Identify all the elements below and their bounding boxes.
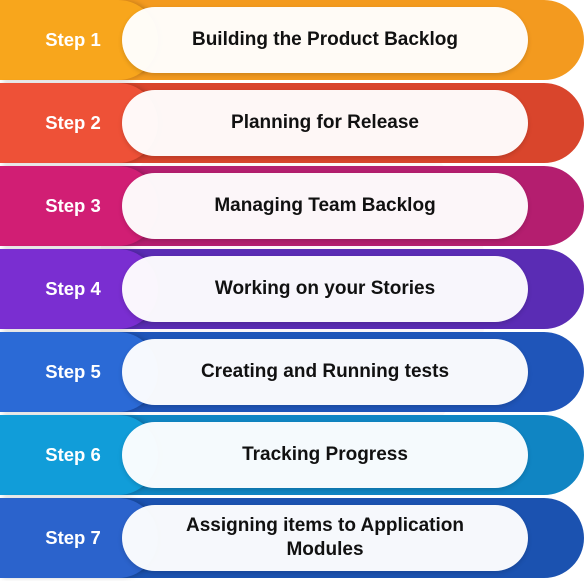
step-row: Step 3 Managing Team Backlog bbox=[0, 166, 584, 246]
step-title: Creating and Running tests bbox=[200, 361, 450, 382]
step-title-box: Building the Product Backlog bbox=[122, 7, 528, 73]
step-row: Step 6 Tracking Progress bbox=[0, 415, 584, 495]
step-title: Managing Team Backlog bbox=[214, 195, 436, 216]
step-row: Step 1 Building the Product Backlog bbox=[0, 0, 584, 80]
step-title-box: Assigning items to Application Modules bbox=[122, 505, 528, 571]
step-row: Step 5 Creating and Running tests bbox=[0, 332, 584, 412]
step-title-box: Managing Team Backlog bbox=[122, 173, 528, 239]
step-title: Building the Product Backlog bbox=[191, 29, 458, 50]
step-title-box: Planning for Release bbox=[122, 90, 528, 156]
step-label: Step 5 bbox=[45, 361, 101, 382]
step-row: Step 7 Assigning items to Application Mo… bbox=[0, 498, 584, 578]
step-title: Working on your Stories bbox=[214, 278, 436, 299]
step-label: Step 7 bbox=[45, 527, 101, 548]
step-label: Step 3 bbox=[45, 195, 101, 216]
step-label: Step 1 bbox=[45, 29, 101, 50]
step-title: Assigning items to Application Modules bbox=[186, 515, 464, 560]
step-row: Step 4 Working on your Stories bbox=[0, 249, 584, 329]
step-row: Step 2 Planning for Release bbox=[0, 83, 584, 163]
step-label: Step 4 bbox=[45, 278, 101, 299]
step-label: Step 6 bbox=[45, 444, 101, 465]
step-title: Planning for Release bbox=[231, 112, 419, 133]
step-title-box: Working on your Stories bbox=[122, 256, 528, 322]
step-title-box: Creating and Running tests bbox=[122, 339, 528, 405]
step-title-box: Tracking Progress bbox=[122, 422, 528, 488]
step-title: Tracking Progress bbox=[242, 444, 408, 465]
step-label: Step 2 bbox=[45, 112, 101, 133]
